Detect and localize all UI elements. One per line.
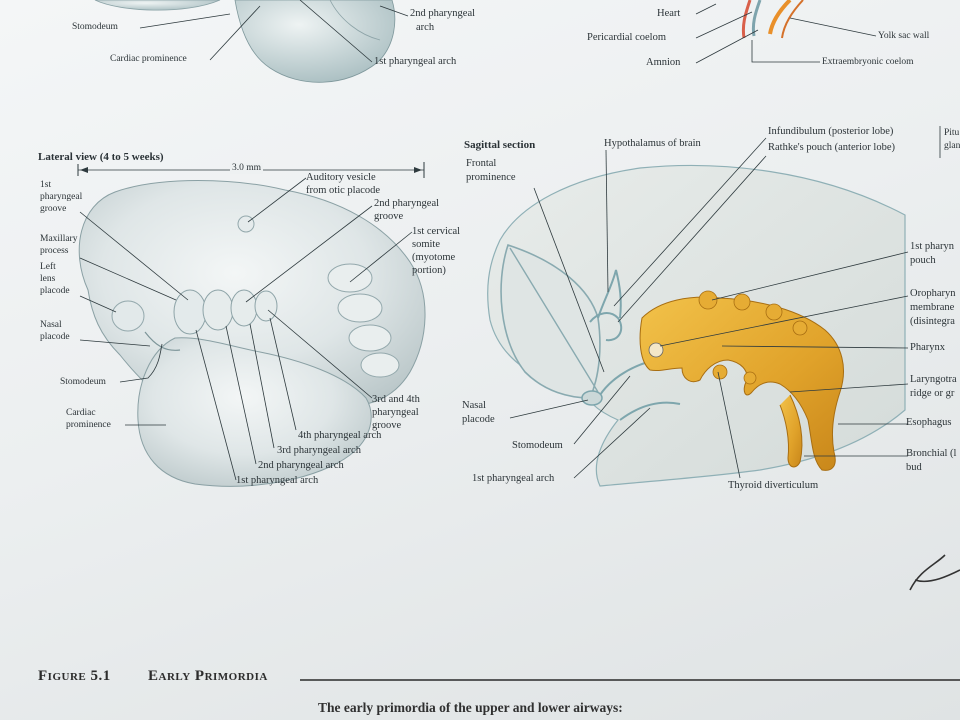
label-pituitary-line1: Pitu <box>944 128 960 138</box>
label-yolk-sac-wall: Yolk sac wall <box>878 31 930 41</box>
label-hypothalamus: Hypothalamus of brain <box>604 138 701 149</box>
label-oropharyngeal-line2: membrane <box>910 302 955 313</box>
label-stomodeum-top: Stomodeum <box>72 22 118 32</box>
label-lens-line2: lens <box>40 274 56 284</box>
label-somite-line4: portion) <box>412 265 446 276</box>
label-1st-pouch-line2: pouch <box>910 255 936 266</box>
lateral-view-title: Lateral view (4 to 5 weeks) <box>38 151 164 163</box>
label-arch-top: arch <box>416 22 435 33</box>
label-groove34-line3: groove <box>372 420 402 431</box>
label-maxillary-line2: process <box>40 246 69 256</box>
label-1st-pouch-line1: 1st pharyn <box>910 241 955 252</box>
label-nasal-sagittal-line1: Nasal <box>462 400 486 411</box>
label-amnion: Amnion <box>646 57 681 68</box>
label-extraembryonic-coelom: Extraembryonic coelom <box>822 57 914 67</box>
top-right-fragment <box>695 0 877 64</box>
label-esophagus: Esophagus <box>906 417 952 428</box>
label-laryngotracheal-line1: Laryngotra <box>910 374 957 385</box>
sagittal-section-title: Sagittal section <box>464 139 536 151</box>
scale-bar-label: 3.0 mm <box>230 163 264 174</box>
label-pituitary-line2: glan <box>944 141 960 151</box>
label-groove34-line1: 3rd and 4th <box>372 394 420 405</box>
label-heart: Heart <box>657 8 681 19</box>
label-somite-line2: somite <box>412 239 440 250</box>
label-oropharyngeal-line3: (disintegra <box>910 316 955 327</box>
label-4th-arch: 4th pharyngeal arch <box>298 430 382 441</box>
label-groove34-line2: pharyngeal <box>372 407 419 418</box>
label-laryngotracheal-line2: ridge or gr <box>910 388 955 399</box>
lateral-embryo <box>77 162 426 487</box>
label-1st-groove-line2: pharyngeal <box>40 192 83 202</box>
label-oropharyngeal-line1: Oropharyn <box>910 288 956 299</box>
label-maxillary-line1: Maxillary <box>40 234 78 244</box>
figure-number: Figure 5.1 <box>38 668 111 684</box>
label-lens-line1: Left <box>40 262 56 272</box>
label-pharynx: Pharynx <box>910 342 945 353</box>
label-bronchial-line1: Bronchial (l <box>906 448 957 459</box>
label-2nd-arch: 2nd pharyngeal arch <box>258 460 344 471</box>
label-2nd-groove-line1: 2nd pharyngeal <box>374 198 440 209</box>
label-bronchial-line2: bud <box>906 462 922 473</box>
label-frontal-line1: Frontal <box>466 158 497 169</box>
label-nasal-line1: Nasal <box>40 320 62 330</box>
label-stomodeum-lateral: Stomodeum <box>60 377 106 387</box>
label-nasal-line2: placode <box>40 332 70 342</box>
label-1st-arch-sagittal: 1st pharyngeal arch <box>472 473 555 484</box>
label-stomodeum-sagittal: Stomodeum <box>512 440 563 451</box>
label-1st-groove-line1: 1st <box>40 180 52 190</box>
label-frontal-line2: prominence <box>466 172 516 183</box>
label-1st-groove-line3: groove <box>40 204 67 214</box>
label-thyroid-diverticulum: Thyroid diverticulum <box>728 480 819 491</box>
label-1st-arch-lateral: 1st pharyngeal arch <box>236 475 319 486</box>
label-3rd-arch: 3rd pharyngeal arch <box>277 445 361 456</box>
label-infundibulum: Infundibulum (posterior lobe) <box>768 126 894 137</box>
figure-title: Early Primordia <box>148 668 268 684</box>
top-embryo-fragment <box>94 0 409 83</box>
label-1st-pharyngeal-arch-top: 1st pharyngeal arch <box>374 56 457 67</box>
label-rathkes-pouch: Rathke's pouch (anterior lobe) <box>768 142 895 153</box>
label-somite-line3: (myotome <box>412 252 456 263</box>
artist-signature-mark <box>909 554 960 591</box>
label-2nd-pharyngeal-top: 2nd pharyngeal <box>410 8 476 19</box>
label-pericardial-coelom: Pericardial coelom <box>587 32 667 43</box>
label-2nd-groove-line2: groove <box>374 211 404 222</box>
label-cardiac-prominence-top: Cardiac prominence <box>110 54 187 64</box>
label-nasal-sagittal-line2: placode <box>462 414 495 425</box>
label-auditory-line1: Auditory vesicle <box>306 172 376 183</box>
label-cardiac-line2: prominence <box>66 420 111 430</box>
label-auditory-line2: from otic placode <box>306 185 381 196</box>
label-somite-line1: 1st cervical <box>412 226 461 237</box>
sagittal-section <box>487 126 941 487</box>
label-cardiac-line1: Cardiac <box>66 408 96 418</box>
label-lens-line3: placode <box>40 286 70 296</box>
figure-subtitle: The early primordia of the upper and low… <box>318 700 623 715</box>
